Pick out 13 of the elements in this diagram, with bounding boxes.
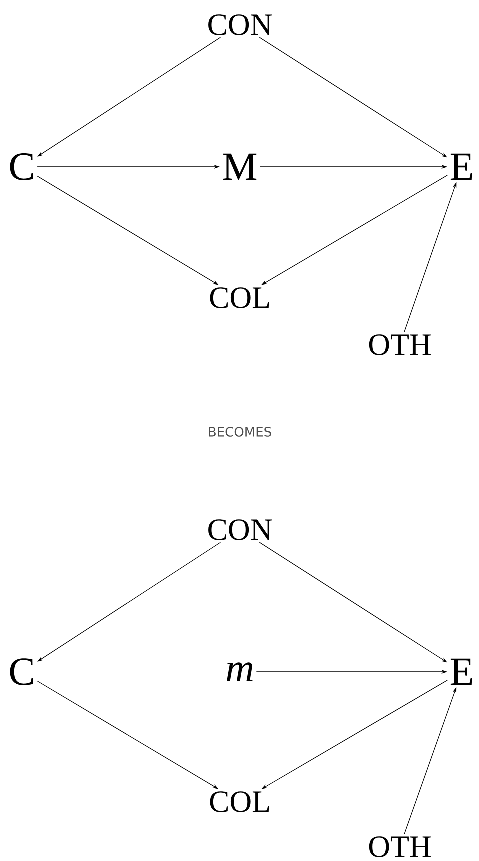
node-label: E — [450, 154, 472, 180]
node-label: COL — [210, 288, 270, 308]
node-label: C — [10, 658, 34, 686]
node-label: CON — [208, 14, 272, 36]
node-label: OTH — [369, 334, 431, 356]
node-label: COL — [210, 792, 270, 812]
node-label: OTH — [369, 836, 431, 858]
section-label: BECOMES — [209, 427, 272, 437]
node-label: m — [227, 662, 253, 682]
node-label: C — [10, 154, 34, 180]
node-label: M — [223, 154, 257, 180]
node-label: CON — [208, 520, 272, 540]
node-label: E — [450, 658, 472, 686]
